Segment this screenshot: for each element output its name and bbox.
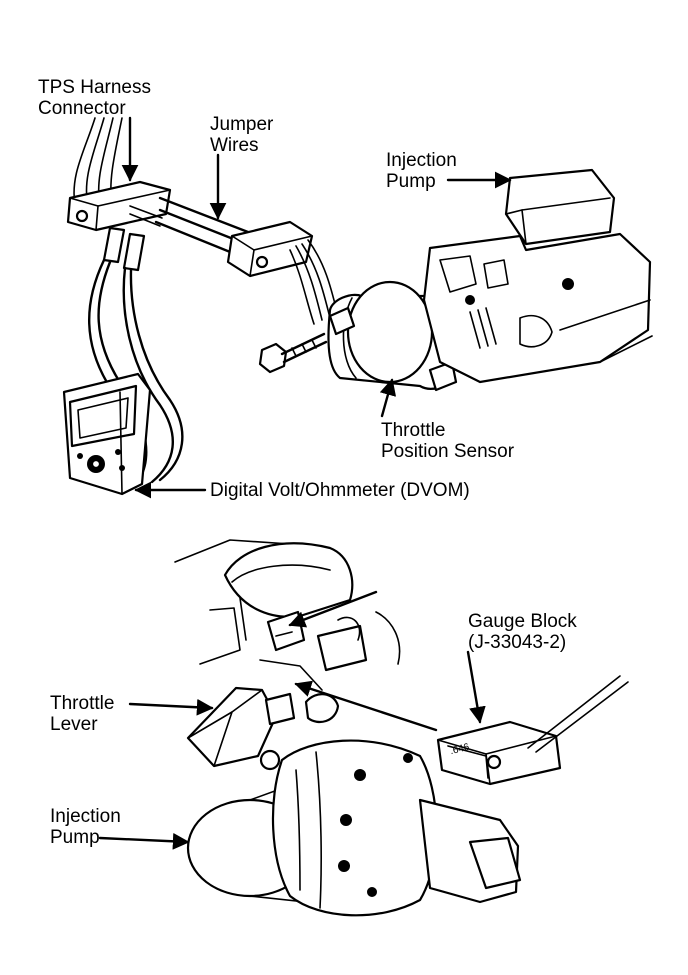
mounting-bolt — [258, 332, 328, 374]
injection-pump-bottom-label-line-1: Injection — [50, 806, 121, 827]
bottom-leader-arrows — [98, 590, 486, 850]
tps-harness-connector-shape — [66, 180, 172, 232]
bottom-illustration — [98, 539, 629, 917]
jumper-wires-label-line-1: Jumper — [210, 114, 274, 135]
throttle-position-sensor-label-line-2: Position Sensor — [381, 441, 515, 462]
throttle-linkage-assembly — [174, 539, 401, 691]
jumper-wires-label-line-2: Wires — [210, 135, 259, 156]
tps-harness-connector-label: TPS Harness Connector — [38, 77, 151, 119]
tps-harness-connector-label-line-2: Connector — [38, 98, 126, 119]
dvom-meter — [62, 372, 152, 496]
top-illustration — [62, 116, 653, 499]
dvom-label: Digital Volt/Ohmmeter (DVOM) — [210, 480, 470, 501]
injection-pump-top-label-line-2: Pump — [386, 171, 436, 192]
throttle-lever-label-line-1: Throttle — [50, 693, 115, 714]
gauge-block-label: Gauge Block (J-33043-2) — [468, 611, 577, 653]
injection-pump-top-label: Injection Pump — [386, 150, 457, 192]
throttle-lever-label: Throttle Lever — [50, 693, 114, 735]
injection-pump-bottom-label-line-2: Pump — [50, 827, 100, 848]
injection-pump-top-shape — [422, 168, 653, 384]
injection-pump-bottom-shape — [186, 739, 522, 917]
gauge-block-shape — [436, 675, 629, 786]
gauge-block-label-line-1: Gauge Block — [468, 611, 577, 632]
jumper-wires-label: Jumper Wires — [210, 114, 273, 156]
gauge-block-label-line-2: (J-33043-2) — [468, 632, 567, 653]
dvom-test-leads — [87, 226, 184, 484]
tps-harness-connector-label-line-1: TPS Harness — [38, 77, 151, 98]
throttle-lever-shape — [186, 686, 340, 771]
throttle-position-sensor-label: Throttle Position Sensor — [381, 420, 514, 462]
injection-pump-top-label-line-1: Injection — [386, 150, 457, 171]
top-leader-arrows — [121, 116, 512, 499]
throttle-lever-label-line-2: Lever — [50, 714, 98, 735]
throttle-position-sensor-label-line-1: Throttle — [381, 420, 446, 441]
throttle-position-sensor-shape — [327, 280, 458, 392]
jumper-connector-shape — [226, 220, 314, 278]
injection-pump-bottom-label: Injection Pump — [50, 806, 121, 848]
